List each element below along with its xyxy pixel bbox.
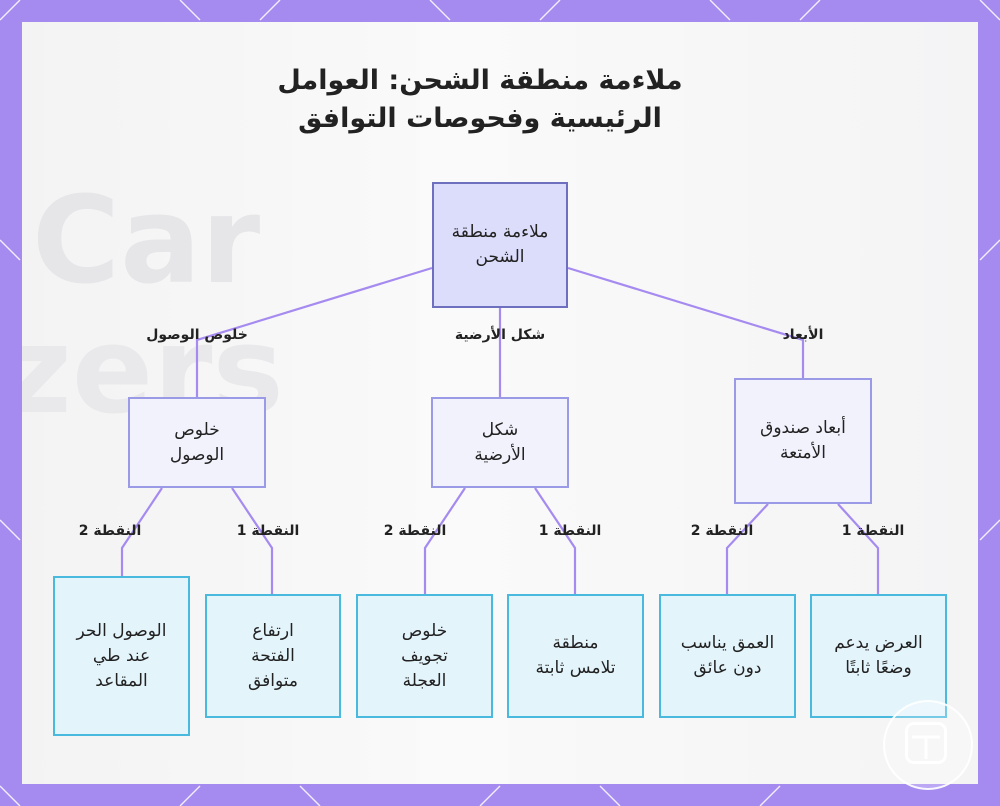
branch-node-dimensions: أبعاد صندوق الأمتعة (734, 378, 872, 504)
edge-label-floor: شكل الأرضية (455, 327, 545, 343)
edge-label-leaf: النقطة 1 (842, 523, 905, 539)
leaf-node: خلوص تجويف العجلة (356, 594, 493, 718)
edge-label-leaf: النقطة 2 (384, 523, 447, 539)
edge-label-access: خلوص الوصول (146, 327, 248, 343)
diagram-title: ملاءمة منطقة الشحن: العوامل الرئيسية وفح… (230, 62, 730, 138)
edge-access-leaf2 (232, 488, 272, 594)
root-node: ملاءمة منطقة الشحن (432, 182, 568, 308)
leaf-label: العمق يناسب دون عائق (665, 631, 791, 681)
leaf-label: العرض يدعم وضعًا ثابتًا (816, 631, 942, 681)
leaf-node: العمق يناسب دون عائق (659, 594, 796, 718)
root-node-label: ملاءمة منطقة الشحن (434, 220, 566, 270)
branch-label: شكل الأرضية (447, 418, 553, 468)
branch-node-floor: شكل الأرضية (431, 397, 569, 488)
branch-label: أبعاد صندوق الأمتعة (750, 416, 856, 466)
edge-label-leaf: النقطة 2 (79, 523, 142, 539)
grid-app-icon (905, 722, 947, 764)
edge-root-dimensions (568, 268, 803, 378)
branch-node-access: خلوص الوصول (128, 397, 266, 488)
leaf-label: ارتفاع الفتحة متوافق (225, 619, 321, 694)
edge-label-leaf: النقطة 1 (237, 523, 300, 539)
edge-label-dimensions: الأبعاد (783, 327, 824, 343)
edge-dims-leaf6 (838, 504, 878, 594)
leaf-label: منطقة تلامس ثابتة (528, 631, 624, 681)
edge-dims-leaf5 (727, 504, 768, 594)
edge-floor-leaf4 (535, 488, 575, 594)
title-line-2: الرئيسية وفحوصات التوافق (230, 100, 730, 138)
leaf-label: خلوص تجويف العجلة (377, 619, 473, 694)
edge-floor-leaf3 (425, 488, 465, 594)
leaf-node: منطقة تلامس ثابتة (507, 594, 644, 718)
leaf-node: ارتفاع الفتحة متوافق (205, 594, 341, 718)
app-badge (883, 700, 973, 790)
edge-label-leaf: النقطة 2 (691, 523, 754, 539)
branch-label: خلوص الوصول (144, 418, 250, 468)
edge-label-leaf: النقطة 1 (539, 523, 602, 539)
leaf-label: الوصول الحر عند طي المقاعد (66, 619, 178, 694)
title-line-1: ملاءمة منطقة الشحن: العوامل (230, 62, 730, 100)
leaf-node: الوصول الحر عند طي المقاعد (53, 576, 190, 736)
